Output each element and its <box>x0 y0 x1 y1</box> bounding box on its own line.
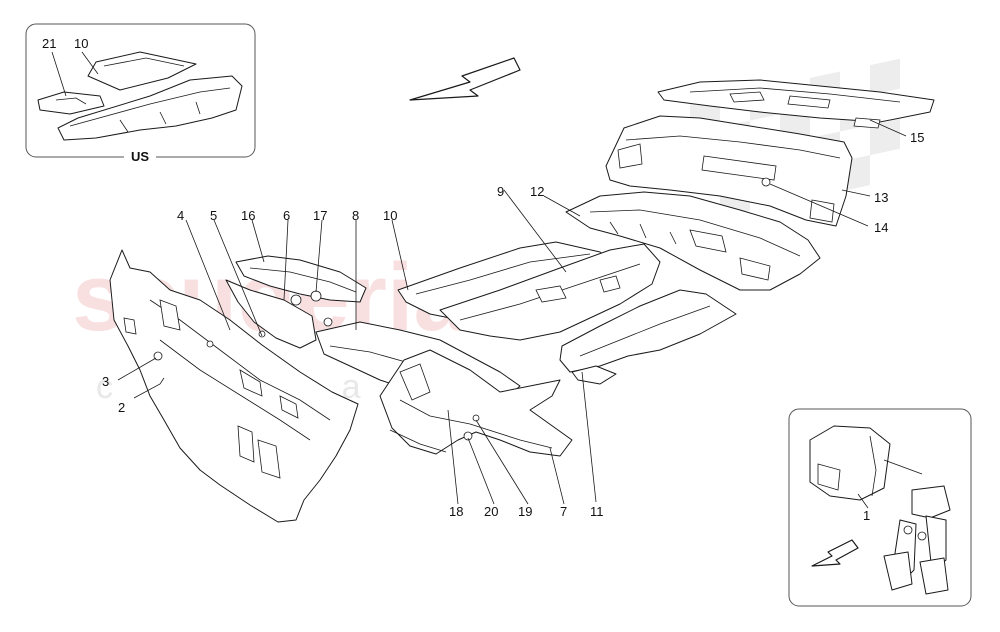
part-12-rear-floor <box>565 191 821 291</box>
callout-10-us: 10 <box>74 36 88 51</box>
callout-20: 20 <box>484 504 498 519</box>
us-inset-mat-21 <box>37 91 105 115</box>
callout-1: 1 <box>863 508 870 523</box>
callout-14: 14 <box>874 220 888 235</box>
callout-16: 16 <box>241 208 255 223</box>
callout-13: 13 <box>874 190 888 205</box>
callouts: 2 3 4 5 16 6 17 8 10 9 12 13 14 15 11 7 … <box>102 130 924 519</box>
part-16-upper-insulation <box>235 255 367 303</box>
direction-arrow-icon <box>409 57 521 101</box>
callout-19: 19 <box>518 504 532 519</box>
part-9-tunnel-rear <box>439 243 661 341</box>
pedal-box-insulation <box>809 425 923 501</box>
part-13-rear-bulkhead <box>605 115 853 227</box>
callout-6: 6 <box>283 208 290 223</box>
callout-10: 10 <box>383 208 397 223</box>
callout-8: 8 <box>352 208 359 223</box>
callout-4: 4 <box>177 208 184 223</box>
us-label: US <box>131 149 149 164</box>
us-inset: US 21 10 <box>25 23 256 164</box>
callout-2: 2 <box>118 400 125 415</box>
callout-9: 9 <box>497 184 504 199</box>
pedal-direction-arrow-icon <box>811 539 859 567</box>
part-17-fastener <box>310 290 322 302</box>
callout-7: 7 <box>560 504 567 519</box>
part-7-floor-insulation <box>379 349 573 457</box>
part-15-parcel-mat <box>657 79 935 129</box>
callout-3: 3 <box>102 374 109 389</box>
us-inset-firewall <box>57 75 243 141</box>
leader-lines <box>117 119 907 505</box>
callout-15: 15 <box>910 130 924 145</box>
callout-11: 11 <box>590 504 604 519</box>
callout-17: 17 <box>313 208 327 223</box>
callout-12: 12 <box>530 184 544 199</box>
pedal-assembly <box>883 485 951 595</box>
part-6-insulation <box>225 279 317 349</box>
callout-21-us: 21 <box>42 36 56 51</box>
part-2-bulkhead-insulation <box>109 249 359 523</box>
callout-5: 5 <box>210 208 217 223</box>
callout-18: 18 <box>449 504 463 519</box>
us-inset-mat-10 <box>87 51 197 91</box>
pedal-inset: 1 <box>788 408 972 607</box>
